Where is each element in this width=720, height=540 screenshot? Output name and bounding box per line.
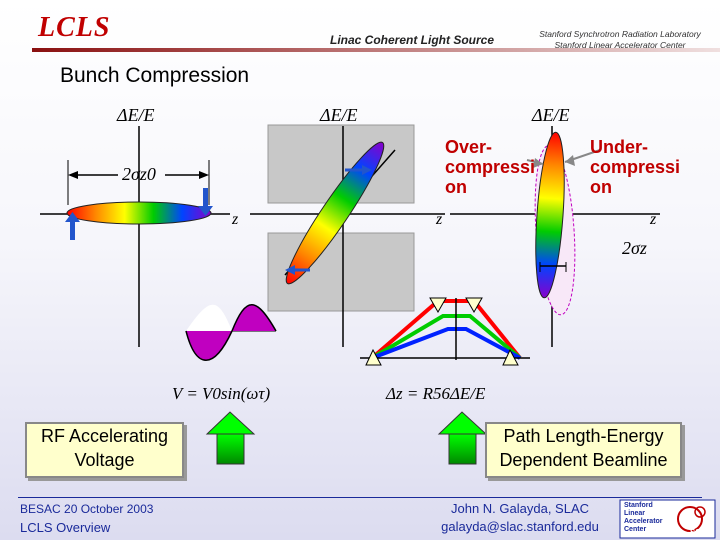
slac-logo <box>619 499 716 539</box>
rf-formula: V = V0sin(ωτ) <box>172 384 271 403</box>
slac-logo-line3: Accelerator <box>624 518 663 525</box>
over-line3: on <box>445 177 467 197</box>
rf-box-line1: RF Accelerating <box>40 426 169 446</box>
panel2-arrows <box>285 165 372 275</box>
beamline-formula: Δz = R56ΔE/E <box>386 384 486 403</box>
sigma-z0-label: 2σz0 <box>122 164 156 184</box>
rf-sine-wave <box>185 304 277 361</box>
beamline-box: Path Length-Energy Dependent Beamline <box>485 422 682 478</box>
over-line1: Over- <box>445 137 493 157</box>
over-line2: compressi <box>445 157 536 177</box>
compressed-bunch <box>535 131 565 299</box>
slac-logo-text: Stanford Linear Accelerator Center <box>624 502 663 534</box>
page-title: Bunch Compression <box>60 64 250 87</box>
under-line3: on <box>590 177 612 197</box>
sigma-z-label: 2σz <box>622 238 647 258</box>
panel3-de-label: ΔE/E <box>532 105 570 125</box>
initial-bunch <box>66 201 212 225</box>
lcls-logo: LCLS <box>38 12 111 43</box>
ssrl-mark: SSRL <box>690 528 712 537</box>
chirped-bunch <box>285 141 385 285</box>
header-ssrl: Stanford Synchrotron Radiation Laborator… <box>539 29 701 39</box>
rf-accelerating-box: RF Accelerating Voltage <box>25 422 184 478</box>
slac-logo-line2: Linear <box>624 510 646 517</box>
header-institutions: Stanford Synchrotron Radiation Laborator… <box>520 29 720 51</box>
header-slac: Stanford Linear Accelerator Center <box>554 40 686 50</box>
under-line2: compressi <box>590 157 681 177</box>
pointer-arrows <box>526 149 601 168</box>
panel2-z-label: z <box>436 211 443 228</box>
sigma-z0-arrow <box>67 160 210 205</box>
chicane-beamline <box>360 297 530 366</box>
beamline-box-line2: Dependent Beamline <box>499 450 668 470</box>
footer-divider <box>18 497 702 498</box>
panel3-z-label: z <box>650 211 657 228</box>
slac-logo-line4: Center <box>624 526 647 533</box>
header-title: Linac Coherent Light Source <box>330 33 495 47</box>
overcompression-label: Over- compressi on <box>445 137 535 197</box>
rf-box-line2: Voltage <box>74 450 135 470</box>
footer-talk: LCLS Overview <box>20 520 111 535</box>
undercompression-label: Under- compressi on <box>590 137 680 197</box>
energy-chirp-arrows <box>65 188 213 240</box>
green-arrow-rf <box>205 411 256 465</box>
footer-email: galayda@slac.stanford.edu <box>441 519 599 534</box>
sigma-z-arrow <box>539 262 567 272</box>
panel1-de-label: ΔE/E <box>117 105 155 125</box>
under-line1: Under- <box>590 137 648 157</box>
panel2-de-label: ΔE/E <box>320 105 358 125</box>
header-divider <box>32 48 720 52</box>
panel1-z-label: z <box>232 211 239 228</box>
footer-event: BESAC 20 October 2003 <box>20 502 154 516</box>
green-arrow-beamline <box>437 411 488 465</box>
footer-author: John N. Galayda, SLAC <box>450 501 590 516</box>
beamline-box-line1: Path Length-Energy <box>503 426 664 446</box>
slac-logo-line1: Stanford <box>624 502 653 509</box>
